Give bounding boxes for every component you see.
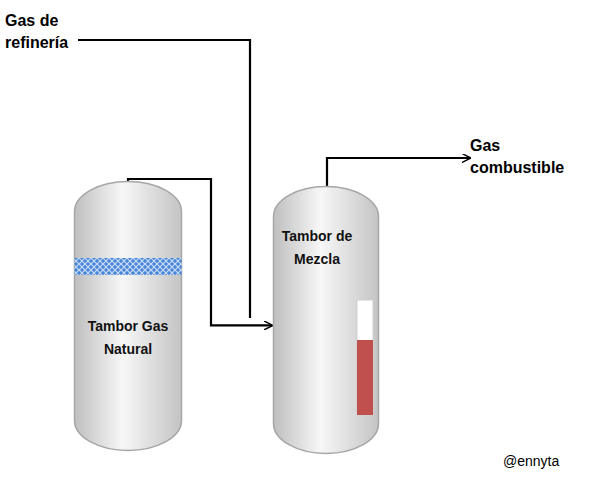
watermark: @ennyta <box>503 452 593 471</box>
liquid-level <box>357 340 373 415</box>
drum-label: Tambor Gas Natural <box>73 315 183 361</box>
stream-label: Gas de refinería <box>5 10 85 53</box>
vessel-shape <box>73 180 183 452</box>
fuel-gas-line <box>327 158 470 190</box>
mesh-pad <box>75 258 182 275</box>
vessel-shape <box>272 185 380 455</box>
level-gauge <box>357 300 373 415</box>
drum-body <box>75 182 182 451</box>
drum-label: Tambor de Mezcla <box>278 225 356 271</box>
stream-label: Gas combustible <box>470 135 560 178</box>
drum-vessel: Tambor Gas Natural <box>73 180 183 452</box>
drum-body <box>274 187 379 454</box>
drum-vessel: Tambor de Mezcla <box>272 185 380 455</box>
